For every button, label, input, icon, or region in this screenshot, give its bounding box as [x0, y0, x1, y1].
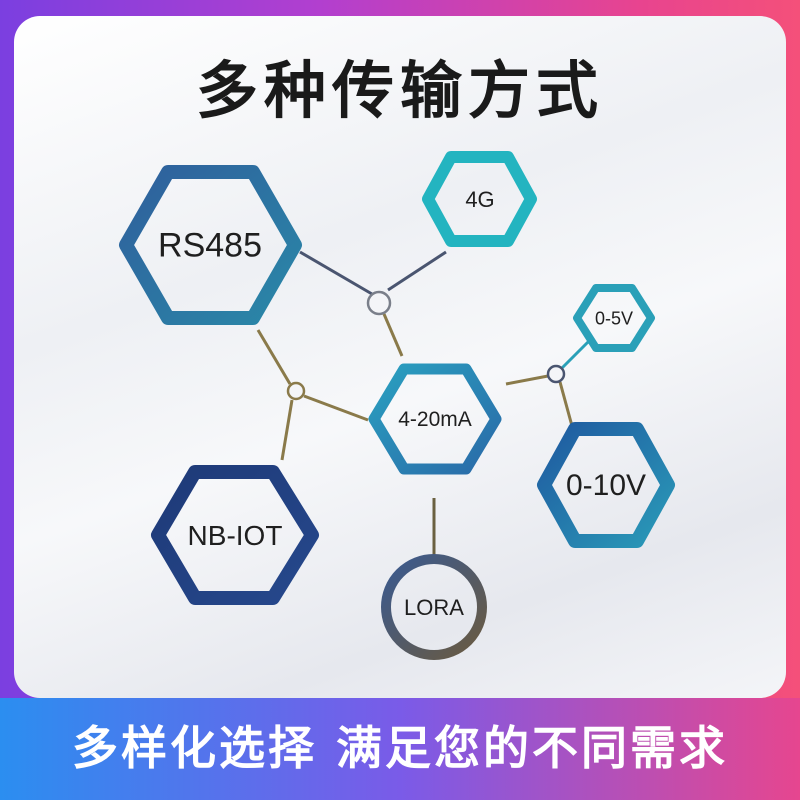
- node-label-0-5v: 0-5V: [594, 308, 634, 329]
- node-label-4g: 4G: [465, 187, 495, 212]
- node-label-0-10v: 0-10V: [565, 469, 647, 502]
- hexagon-rs485: [119, 165, 302, 325]
- hexagon-nb-iot: [151, 465, 319, 605]
- hexagon-4g: [422, 151, 537, 247]
- hexagon-4-20ma: [368, 363, 502, 475]
- node-label-nb-iot: NB-IOT: [187, 520, 283, 551]
- connector-rs485-4g-junction: [299, 250, 447, 357]
- tagline: 多样化选择 满足您的不同需求: [71, 721, 728, 775]
- diagram-card: [14, 16, 786, 698]
- bottom-banner: [0, 698, 800, 800]
- node-label-rs485: RS485: [158, 226, 262, 265]
- node-label-lora: LORA: [404, 595, 464, 620]
- node-label-4-20ma: 4-20mA: [398, 408, 472, 431]
- connector-rs485-nbiot-junction: [256, 329, 369, 461]
- hexagon-0-5v: [573, 284, 655, 352]
- hexagon-0-10v: [537, 422, 675, 548]
- connector-ma-voltage-junction: [505, 340, 590, 427]
- page-title: 多种传输方式: [195, 54, 604, 127]
- ring-lora: [381, 554, 487, 660]
